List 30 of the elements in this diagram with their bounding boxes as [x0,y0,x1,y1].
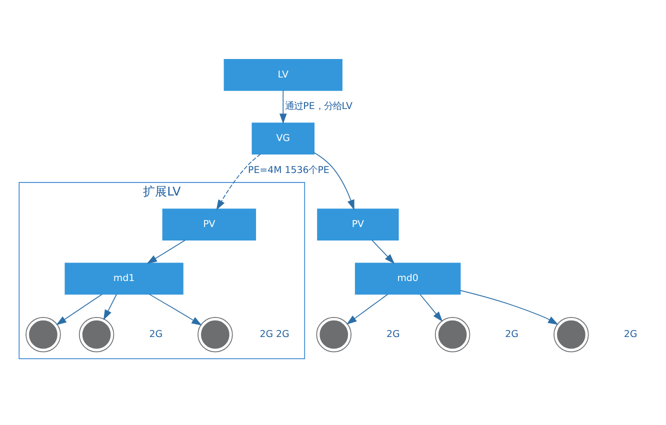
arrow [103,294,117,320]
node-box: VG [252,122,314,154]
arrow [314,152,354,210]
node-circle [316,316,352,352]
node-circle [434,316,470,352]
arrow [216,154,261,210]
arrow [146,240,186,264]
arrow [346,294,388,325]
node-circle [554,316,589,352]
node-box: PV [317,208,399,240]
node-label: 2G [149,329,163,340]
edge-label: PE=4M 1536个PE [248,164,330,176]
node-box: md1 [64,262,184,295]
arrow [460,290,558,325]
node-label: 2G [505,329,519,340]
node-label: 2G 2G [260,329,290,340]
node-box: md0 [354,262,461,295]
arrow [420,294,443,322]
arrow [280,90,287,124]
node-box: PV [162,208,256,240]
node-circle [198,316,233,352]
node-box: LV [224,59,342,91]
arrow [148,294,202,326]
node-circle [26,316,61,352]
node-label: 2G [624,329,638,340]
node-label: 2G [386,329,400,340]
node-circle [78,316,114,352]
edge-label: 通过PE，分给LV [285,101,352,112]
arrow [372,240,395,264]
arrow [56,294,102,326]
